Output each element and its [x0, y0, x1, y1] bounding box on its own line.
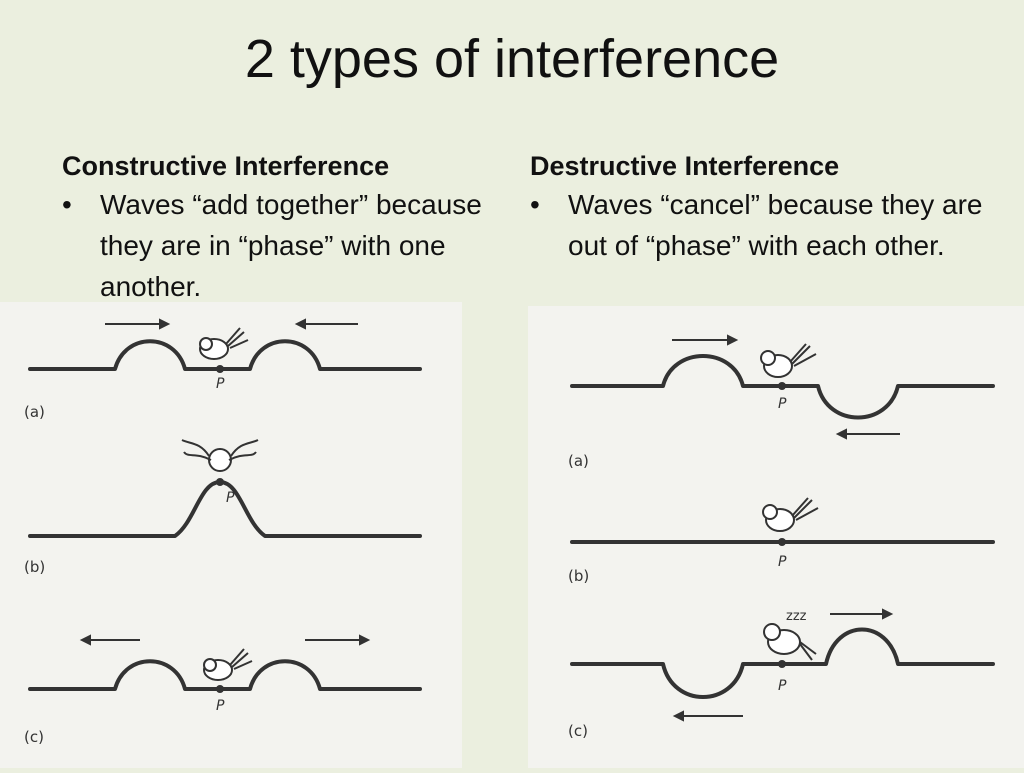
constructive-column: Constructive Interference • Waves “add t… [62, 150, 512, 307]
destructive-figure: zzz P P P (a) (b) (c) [528, 306, 1024, 768]
bullet-marker: • [530, 189, 540, 220]
bird-icon [199, 327, 249, 360]
destructive-description: Waves “cancel” because they are out of “… [568, 189, 983, 261]
panel-label-c: (c) [568, 722, 588, 740]
destructive-diagram: zzz P P P (a) (b) (c) [568, 334, 995, 740]
point-label: P [778, 554, 787, 570]
constructive-bullet-item: • Waves “add together” because they are … [62, 184, 512, 307]
point-label: P [216, 376, 225, 392]
point-label: P [226, 490, 235, 506]
wave-b [28, 480, 422, 538]
constructive-heading: Constructive Interference [62, 151, 390, 181]
panel-label-b: (b) [24, 558, 45, 576]
point-label: P [216, 698, 225, 714]
constructive-figure: P P P (a) (b) (c) [0, 302, 462, 768]
panel-label-b: (b) [568, 567, 589, 585]
panel-label-c: (c) [24, 728, 44, 746]
point-p-marker [778, 660, 786, 668]
point-p-marker [216, 478, 224, 486]
bird-icon [203, 648, 253, 681]
constructive-description: Waves “add together” because they are in… [100, 189, 482, 302]
bird-icon [760, 343, 817, 378]
bullet-marker: • [62, 189, 72, 220]
wave-a [570, 354, 995, 420]
point-p-marker [778, 382, 786, 390]
point-p-marker [778, 538, 786, 546]
slide-title: 2 types of interference [244, 29, 780, 89]
panel-label-a: (a) [568, 452, 589, 470]
flying-bird-icon [181, 439, 259, 472]
point-label: P [778, 396, 787, 412]
sleep-text: zzz [786, 609, 807, 624]
destructive-bullet-item: • Waves “cancel” because they are out of… [530, 184, 990, 266]
panel-label-a: (a) [24, 403, 45, 421]
point-p-marker [216, 365, 224, 373]
destructive-heading: Destructive Interference [530, 151, 840, 181]
bird-icon [762, 497, 819, 532]
point-p-marker [216, 685, 224, 693]
constructive-diagram: P P P (a) (b) (c) [24, 318, 422, 746]
point-label: P [778, 678, 787, 694]
sleeping-bird-icon [763, 623, 817, 661]
destructive-column: Destructive Interference • Waves “cancel… [530, 150, 990, 266]
